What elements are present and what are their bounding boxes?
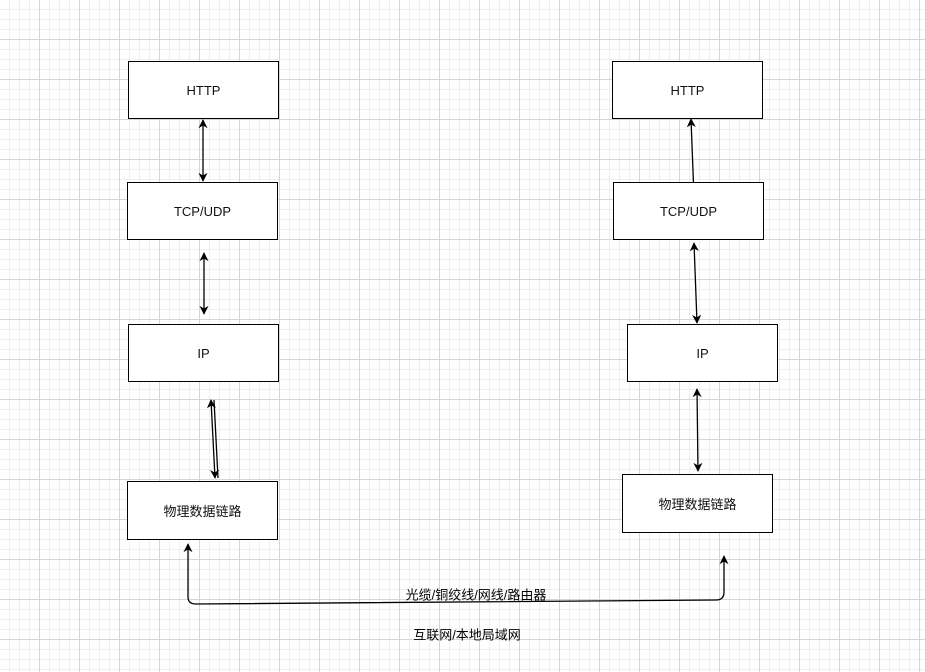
right-tcp-udp-label: TCP/UDP bbox=[659, 203, 718, 219]
left-ip-label: IP bbox=[197, 345, 210, 361]
right-physical-link-box: 物理数据链路 bbox=[622, 474, 773, 533]
arrow-left-ip-physical-double bbox=[213, 399, 219, 479]
network-label: 互联网/本地局域网 bbox=[413, 627, 521, 643]
right-tcp-udp-box: TCP/UDP bbox=[613, 182, 764, 240]
arrow-network-connection bbox=[183, 543, 729, 605]
right-physical-link-label: 物理数据链路 bbox=[658, 497, 737, 512]
left-tcp-udp-label: TCP/UDP bbox=[173, 203, 232, 219]
medium-label: 光缆/铜绞线/网线/路由器 bbox=[405, 587, 547, 603]
left-ip-box: IP bbox=[128, 324, 279, 382]
right-ip-box: IP bbox=[627, 324, 778, 382]
arrow-right-tcp-ip bbox=[689, 242, 702, 324]
right-ip-label: IP bbox=[696, 345, 709, 361]
right-http-box: HTTP bbox=[612, 61, 763, 119]
arrow-left-ip-physical bbox=[206, 399, 220, 479]
left-physical-link-box: 物理数据链路 bbox=[127, 481, 278, 540]
left-physical-link-label: 物理数据链路 bbox=[163, 504, 242, 519]
left-http-label: HTTP bbox=[186, 82, 221, 98]
left-tcp-udp-box: TCP/UDP bbox=[127, 182, 278, 240]
right-http-label: HTTP bbox=[670, 82, 705, 98]
arrow-right-ip-physical bbox=[692, 388, 703, 472]
left-http-box: HTTP bbox=[128, 61, 279, 119]
